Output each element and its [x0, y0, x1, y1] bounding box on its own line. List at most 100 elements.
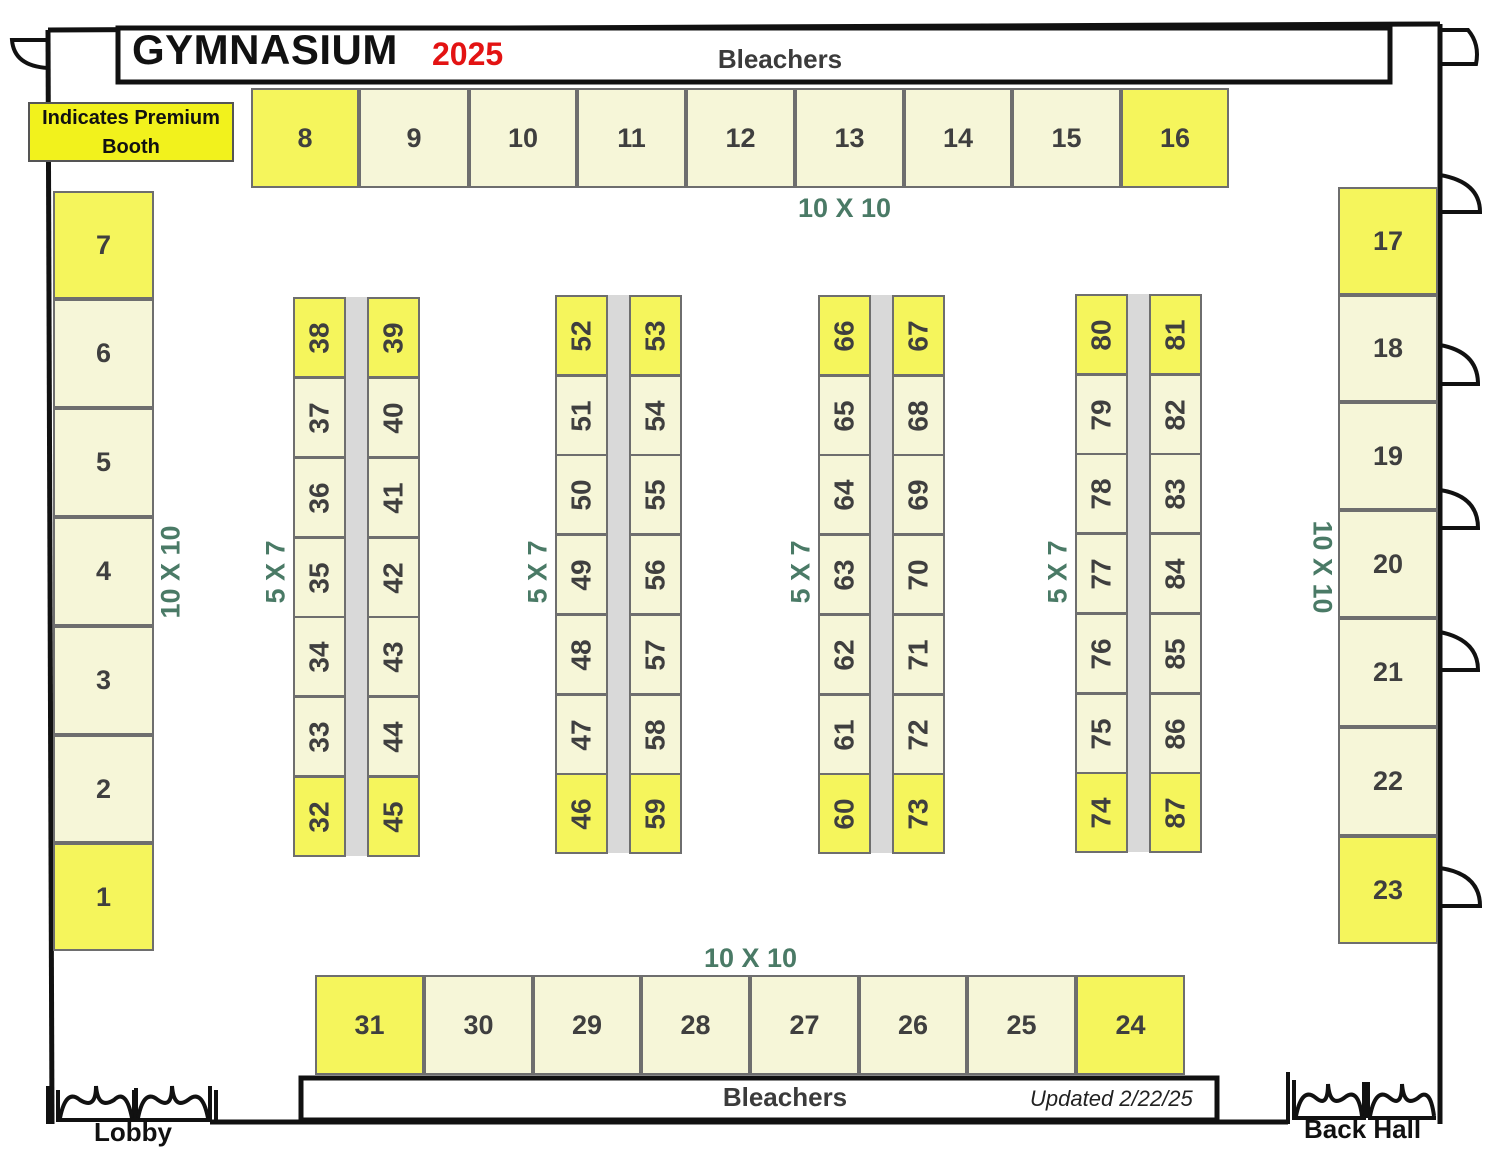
lobby-label: Lobby — [94, 1117, 172, 1147]
booth-36[interactable]: 36 — [293, 457, 346, 538]
premium-legend: Indicates Premium Booth — [28, 102, 234, 162]
booth-31[interactable]: 31 — [315, 975, 424, 1075]
booth-3[interactable]: 3 — [53, 626, 154, 735]
booth-8[interactable]: 8 — [251, 88, 359, 188]
booth-50[interactable]: 50 — [555, 454, 608, 535]
booth-47[interactable]: 47 — [555, 694, 608, 775]
booth-13[interactable]: 13 — [795, 88, 904, 188]
booth-21[interactable]: 21 — [1338, 618, 1438, 727]
booth-77[interactable]: 77 — [1075, 533, 1128, 614]
booth-22[interactable]: 22 — [1338, 727, 1438, 836]
booth-29[interactable]: 29 — [533, 975, 641, 1075]
booth-7[interactable]: 7 — [53, 191, 154, 299]
booth-49[interactable]: 49 — [555, 534, 608, 615]
booth-63[interactable]: 63 — [818, 534, 871, 615]
booth-25[interactable]: 25 — [967, 975, 1076, 1075]
booth-83[interactable]: 83 — [1149, 453, 1202, 534]
booth-81[interactable]: 81 — [1149, 294, 1202, 375]
booth-46[interactable]: 46 — [555, 773, 608, 854]
booth-number: 21 — [1372, 657, 1404, 687]
booth-2[interactable]: 2 — [53, 735, 154, 843]
booth-number: 57 — [639, 638, 671, 671]
booth-52[interactable]: 52 — [555, 295, 608, 376]
booth-57[interactable]: 57 — [629, 614, 682, 695]
booth-76[interactable]: 76 — [1075, 613, 1128, 694]
booth-84[interactable]: 84 — [1149, 533, 1202, 614]
booth-number: 3 — [95, 665, 112, 695]
booth-65[interactable]: 65 — [818, 375, 871, 456]
booth-37[interactable]: 37 — [293, 377, 346, 458]
booth-30[interactable]: 30 — [424, 975, 533, 1075]
booth-11[interactable]: 11 — [577, 88, 686, 188]
booth-14[interactable]: 14 — [904, 88, 1012, 188]
booth-85[interactable]: 85 — [1149, 613, 1202, 694]
booth-number: 61 — [828, 718, 860, 751]
booth-43[interactable]: 43 — [367, 616, 420, 697]
booth-27[interactable]: 27 — [750, 975, 859, 1075]
booth-23[interactable]: 23 — [1338, 836, 1438, 944]
booth-66[interactable]: 66 — [818, 295, 871, 376]
booth-48[interactable]: 48 — [555, 614, 608, 695]
booth-9[interactable]: 9 — [359, 88, 469, 188]
booth-33[interactable]: 33 — [293, 696, 346, 777]
booth-number: 24 — [1115, 1009, 1146, 1040]
booth-86[interactable]: 86 — [1149, 693, 1202, 774]
booth-67[interactable]: 67 — [892, 295, 945, 376]
booth-34[interactable]: 34 — [293, 616, 346, 697]
booth-64[interactable]: 64 — [818, 454, 871, 535]
booth-40[interactable]: 40 — [367, 377, 420, 458]
booth-1[interactable]: 1 — [53, 843, 154, 951]
booth-56[interactable]: 56 — [629, 534, 682, 615]
booth-55[interactable]: 55 — [629, 454, 682, 535]
booth-10[interactable]: 10 — [469, 88, 577, 188]
booth-72[interactable]: 72 — [892, 694, 945, 775]
bottom-bleachers — [298, 1075, 1220, 1123]
booth-17[interactable]: 17 — [1338, 187, 1438, 295]
booth-12[interactable]: 12 — [686, 88, 795, 188]
booth-74[interactable]: 74 — [1075, 772, 1128, 853]
booth-59[interactable]: 59 — [629, 773, 682, 854]
booth-51[interactable]: 51 — [555, 375, 608, 456]
booth-68[interactable]: 68 — [892, 375, 945, 456]
booth-73[interactable]: 73 — [892, 773, 945, 854]
booth-60[interactable]: 60 — [818, 773, 871, 854]
booth-35[interactable]: 35 — [293, 537, 346, 618]
booth-number: 33 — [303, 720, 335, 753]
booth-70[interactable]: 70 — [892, 534, 945, 615]
booth-80[interactable]: 80 — [1075, 294, 1128, 375]
booth-26[interactable]: 26 — [859, 975, 967, 1075]
booth-41[interactable]: 41 — [367, 457, 420, 538]
booth-39[interactable]: 39 — [367, 297, 420, 378]
booth-number: 36 — [303, 481, 335, 514]
booth-62[interactable]: 62 — [818, 614, 871, 695]
booth-75[interactable]: 75 — [1075, 693, 1128, 774]
booth-54[interactable]: 54 — [629, 375, 682, 456]
booth-number: 77 — [1085, 557, 1117, 590]
booth-5[interactable]: 5 — [53, 408, 154, 517]
booth-15[interactable]: 15 — [1012, 88, 1121, 188]
legend-line-1: Indicates Premium — [42, 107, 220, 129]
booth-20[interactable]: 20 — [1338, 510, 1438, 618]
booth-16[interactable]: 16 — [1121, 88, 1229, 188]
booth-42[interactable]: 42 — [367, 537, 420, 618]
booth-19[interactable]: 19 — [1338, 402, 1438, 510]
booth-79[interactable]: 79 — [1075, 374, 1128, 455]
booth-4[interactable]: 4 — [53, 517, 154, 626]
booth-82[interactable]: 82 — [1149, 374, 1202, 455]
booth-28[interactable]: 28 — [641, 975, 750, 1075]
booth-38[interactable]: 38 — [293, 297, 346, 378]
booth-18[interactable]: 18 — [1338, 295, 1438, 402]
booth-58[interactable]: 58 — [629, 694, 682, 775]
booth-24[interactable]: 24 — [1076, 975, 1185, 1075]
booth-32[interactable]: 32 — [293, 776, 346, 857]
booth-71[interactable]: 71 — [892, 614, 945, 695]
booth-61[interactable]: 61 — [818, 694, 871, 775]
booth-44[interactable]: 44 — [367, 696, 420, 777]
booth-number: 54 — [639, 399, 671, 432]
booth-78[interactable]: 78 — [1075, 453, 1128, 534]
booth-53[interactable]: 53 — [629, 295, 682, 376]
booth-87[interactable]: 87 — [1149, 772, 1202, 853]
booth-69[interactable]: 69 — [892, 454, 945, 535]
booth-6[interactable]: 6 — [53, 299, 154, 408]
booth-45[interactable]: 45 — [367, 776, 420, 857]
